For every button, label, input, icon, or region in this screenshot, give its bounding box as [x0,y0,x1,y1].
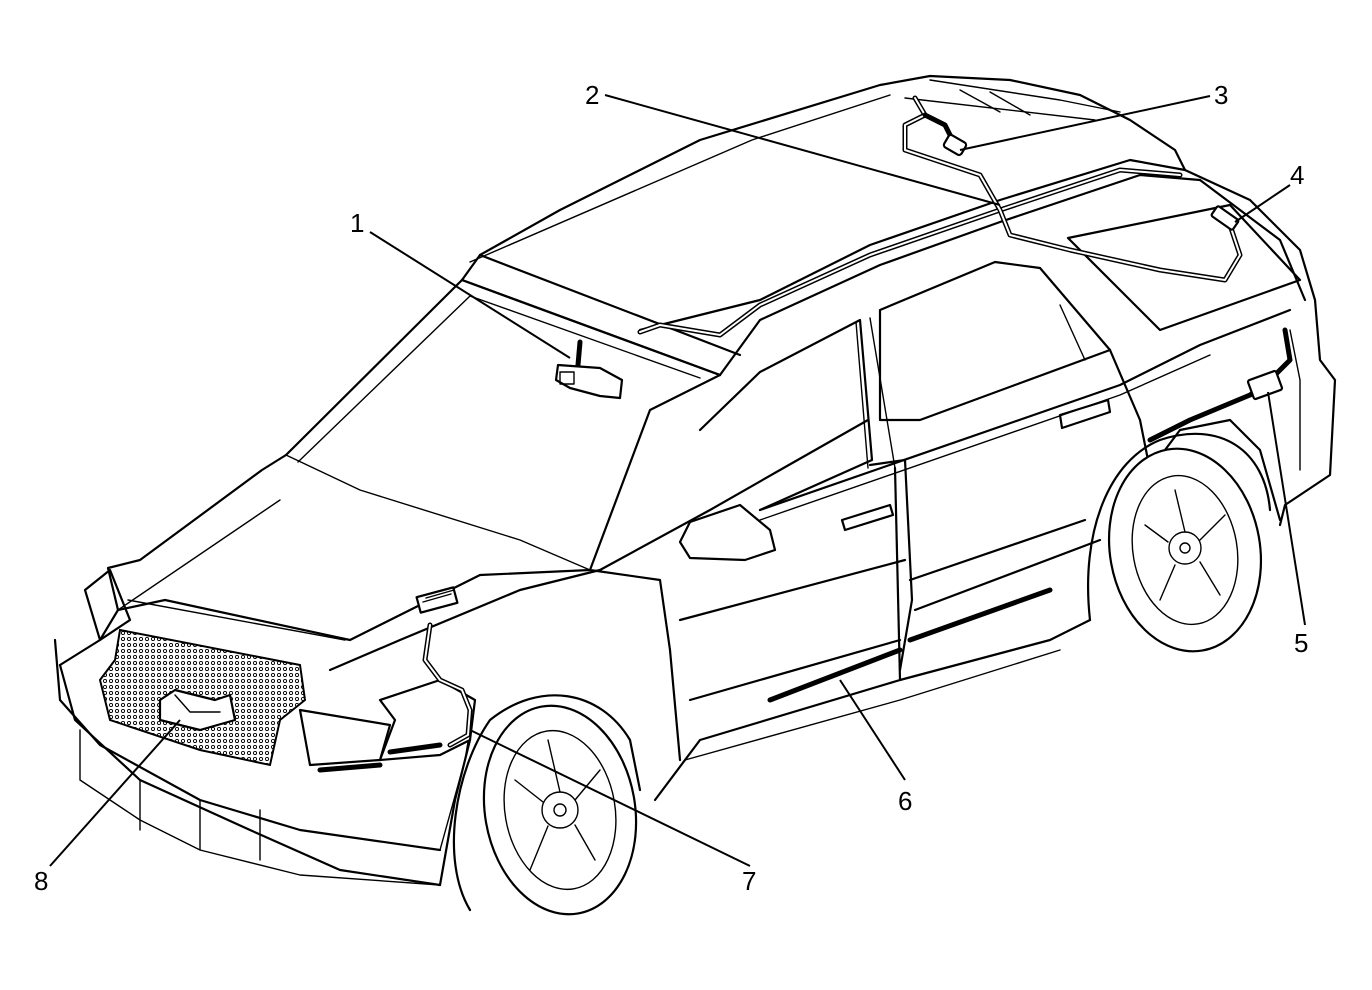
callout-1: 1 [350,208,364,238]
callout-6: 6 [898,786,912,816]
rear-quarter-harness [1147,327,1293,443]
callout-5: 5 [1294,628,1308,658]
rear-window-connector [1210,205,1240,231]
leader-lines [49,94,1306,867]
callout-3: 3 [1214,80,1228,110]
front-wheel [452,694,642,916]
callout-8: 8 [34,866,48,896]
callout-7: 7 [742,866,756,896]
rear-wheel [1086,432,1272,653]
roof-antenna-module [942,133,968,157]
callouts: 1 2 3 4 5 6 7 8 [34,80,1308,896]
callout-2: 2 [585,80,599,110]
callout-4: 4 [1290,160,1304,190]
rearview-mirror [554,339,624,400]
vehicle-body [53,74,1337,887]
front-harness [422,622,473,748]
